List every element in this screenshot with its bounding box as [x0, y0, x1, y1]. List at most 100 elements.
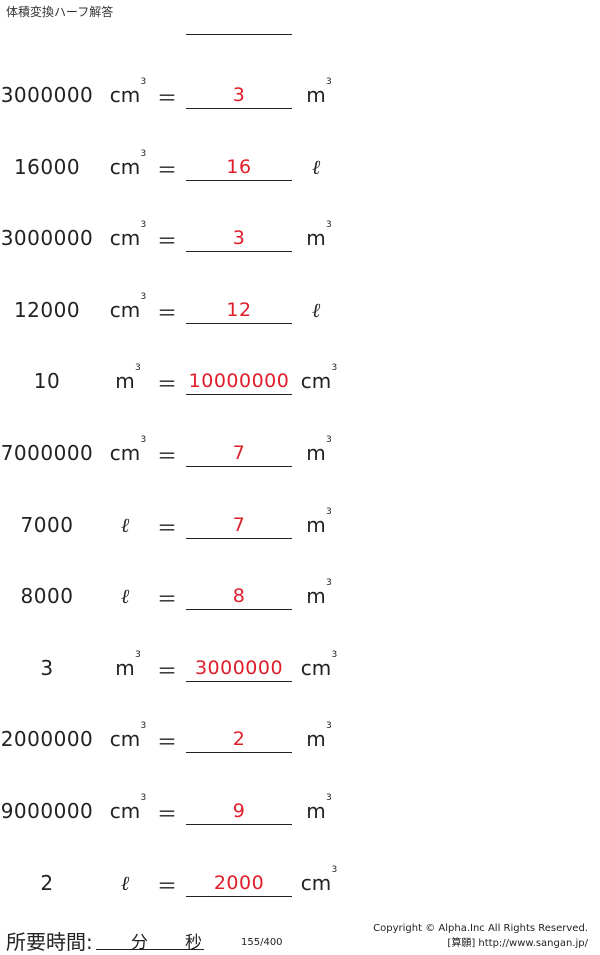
answer-line	[186, 609, 292, 611]
unit-to-symbol-text: ℓ	[311, 154, 321, 179]
answer-line	[186, 179, 292, 181]
answer-value: 7	[232, 442, 246, 464]
unit-to-symbol-text: m	[306, 584, 326, 609]
answer-line	[186, 895, 292, 897]
unit-from-symbol-text: cm	[109, 799, 141, 823]
unit-to-symbol-text: m	[306, 83, 326, 107]
equals-sign: ＝	[157, 587, 177, 612]
top-answer-line	[186, 34, 292, 35]
page-number: 155/400	[241, 937, 283, 948]
cube-superscript: 3	[140, 291, 147, 302]
answer-value: 7	[232, 513, 246, 536]
unit-to-symbol-text: m	[306, 727, 326, 752]
cube-superscript: 3	[140, 721, 147, 732]
problem-value: 7000	[20, 512, 74, 537]
problem-value: 2	[40, 870, 54, 895]
cube-superscript: 3	[326, 506, 332, 517]
unit-from-symbol-text: ℓ	[120, 584, 130, 609]
cube-superscript: 3	[331, 649, 338, 660]
unit-to-symbol-text: ℓ	[311, 297, 321, 322]
answer-value: 8	[232, 585, 246, 608]
unit-to-symbol-text: m	[306, 226, 326, 251]
cube-superscript: 3	[326, 721, 332, 732]
unit-to-symbol: ℓ	[312, 298, 320, 323]
unit-from-symbol-text: m	[115, 369, 135, 394]
answer-line	[186, 824, 292, 825]
problem-value: 2000000	[0, 727, 94, 752]
problem-value: 3000000	[0, 226, 94, 251]
cube-superscript: 3	[140, 435, 147, 445]
cube-superscript: 3	[326, 220, 332, 231]
unit-from-symbol-text: cm	[109, 226, 141, 251]
unit-from-symbol: ℓ	[121, 871, 129, 896]
cube-superscript: 3	[140, 220, 147, 231]
unit-from-symbol-text: cm	[109, 154, 141, 179]
unit-to-symbol-text: cm	[300, 870, 332, 895]
answer-value: 16	[226, 155, 252, 178]
unit-from-symbol-text: ℓ	[120, 512, 130, 537]
cube-superscript: 3	[326, 793, 332, 803]
problem-value: 10	[33, 369, 61, 394]
copyright-text: Copyright © Alpha.Inc All Rights Reserve…	[373, 923, 588, 934]
unit-to: ℓ	[298, 298, 334, 323]
problem-value: 3000000	[0, 83, 94, 107]
answer-line	[186, 752, 292, 754]
answer-line	[186, 537, 292, 539]
answer-value: 2	[232, 728, 246, 751]
unit-from-symbol-text: m	[115, 655, 135, 680]
equals-sign: ＝	[157, 802, 177, 826]
answer-line	[186, 394, 292, 396]
minutes-label: 分	[131, 933, 148, 953]
equals-sign: ＝	[157, 444, 177, 468]
equals-sign: ＝	[157, 515, 177, 540]
cube-superscript: 3	[326, 578, 332, 589]
equals-sign: ＝	[157, 157, 177, 182]
problem-value: 8000	[20, 584, 74, 609]
unit-from-symbol-text: cm	[109, 83, 141, 107]
unit-to-symbol-text: m	[306, 799, 326, 823]
answer-line	[186, 680, 292, 682]
answer-value: 3	[232, 227, 246, 250]
answer-line	[186, 466, 292, 467]
unit-from: ℓ	[105, 513, 145, 538]
unit-from-symbol: ℓ	[121, 584, 129, 609]
cube-superscript: 3	[140, 148, 147, 159]
cube-superscript: 3	[135, 363, 141, 374]
answer-line	[186, 322, 292, 324]
answer-value: 3	[232, 84, 246, 106]
problem-value: 3	[40, 655, 54, 680]
